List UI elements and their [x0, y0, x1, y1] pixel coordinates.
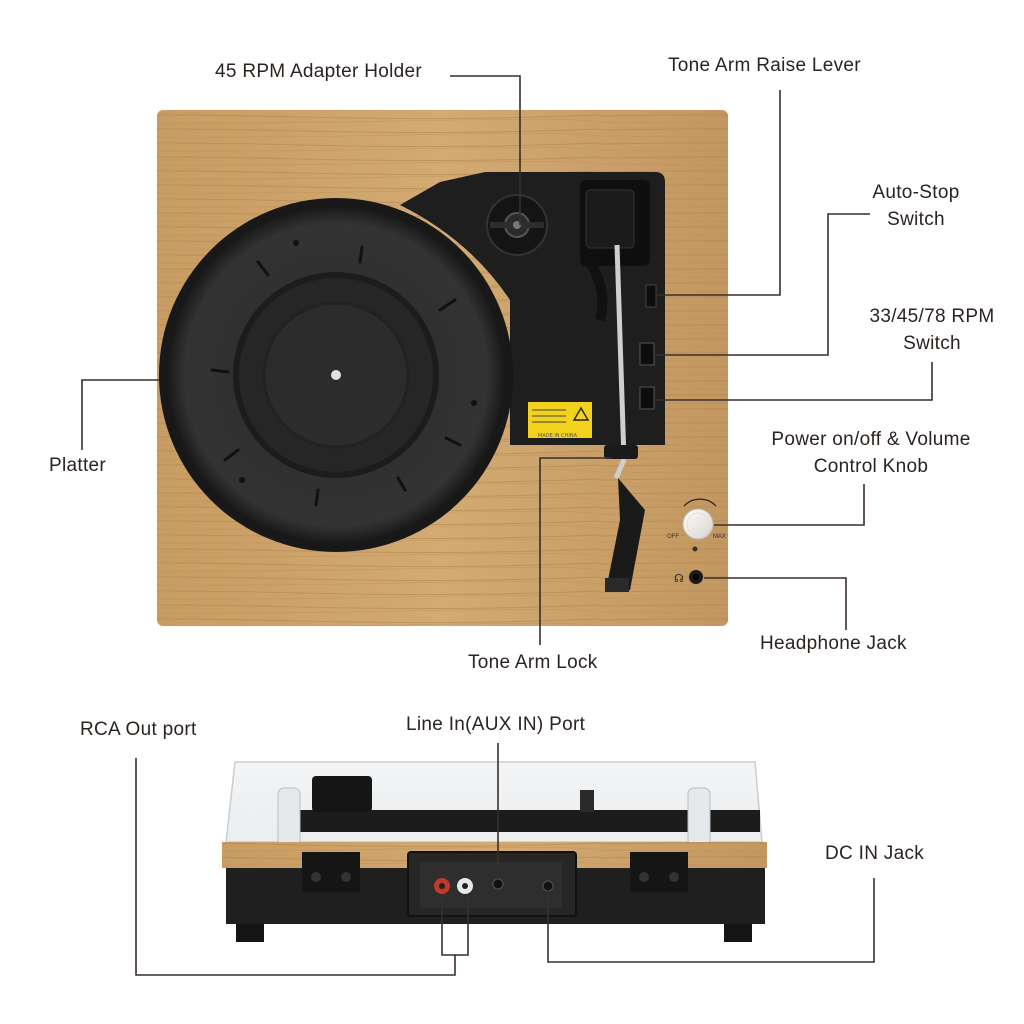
leader-rca	[135, 758, 456, 976]
label-auto-stop-line1: Auto-Stop	[872, 182, 960, 203]
leader-platter	[81, 379, 159, 450]
leader-tone-arm-lock	[539, 457, 612, 645]
label-tone-arm-raise-lever: Tone Arm Raise Lever	[668, 55, 861, 76]
leader-lines-back	[135, 743, 875, 976]
rca-out-port[interactable]	[434, 878, 473, 894]
label-power-volume-knob: Power on/off & Volume Control Knob	[746, 426, 996, 480]
leader-lines-top	[81, 75, 933, 645]
adapter-holder[interactable]	[486, 194, 548, 256]
dc-in-jack[interactable]	[542, 880, 554, 892]
headphone-jack[interactable]: ☊	[674, 570, 703, 585]
power-volume-knob[interactable]: OFF MAX	[667, 498, 726, 552]
label-dc-in-jack: DC IN Jack	[825, 843, 925, 864]
leader-raise-lever	[656, 90, 781, 296]
leader-dc-in	[547, 878, 875, 963]
leader-adapter	[450, 75, 521, 225]
sticker-text: MADE IN CHINA	[538, 433, 578, 439]
leader-power	[714, 484, 865, 526]
line-in-port[interactable]	[492, 878, 504, 890]
label-adapter-holder: 45 RPM Adapter Holder	[215, 61, 422, 82]
knob-off-label: OFF	[667, 534, 679, 540]
label-power-line1: Power on/off & Volume	[771, 429, 971, 450]
rpm-switch[interactable]	[639, 386, 655, 410]
headphone-icon: ☊	[674, 572, 684, 585]
tone-arm[interactable]	[604, 244, 645, 592]
label-headphone-jack: Headphone Jack	[760, 633, 907, 654]
tone-arm-base	[580, 180, 650, 322]
label-auto-stop-switch: Auto-Stop Switch	[856, 179, 976, 233]
label-line-in-port: Line In(AUX IN) Port	[406, 714, 586, 735]
platter[interactable]	[159, 198, 513, 552]
leader-headphone	[704, 577, 847, 630]
label-rca-out-port: RCA Out port	[80, 719, 197, 740]
knob-max-label: MAX	[713, 534, 726, 540]
tone-arm-headshell	[606, 478, 645, 590]
warning-sticker: MADE IN CHINA	[528, 402, 592, 439]
turntable-back-view	[222, 761, 767, 942]
auto-stop-switch[interactable]	[639, 342, 655, 366]
tone-arm-raise-lever[interactable]	[645, 284, 657, 308]
label-platter: Platter	[49, 455, 107, 476]
turntable-top-view: MADE IN CHINA	[157, 110, 728, 626]
hinge-left	[277, 787, 301, 847]
label-rpm-line1: 33/45/78 RPM	[869, 306, 995, 327]
hinge-right	[687, 787, 711, 847]
leader-rca-bracket	[441, 894, 469, 956]
leader-auto-stop	[654, 213, 870, 356]
label-auto-stop-line2: Switch	[887, 209, 945, 230]
label-tone-arm-lock: Tone Arm Lock	[468, 652, 598, 673]
label-power-line2: Control Knob	[813, 456, 929, 477]
label-rpm-line2: Switch	[903, 333, 961, 354]
leader-rpm	[654, 362, 933, 401]
label-rpm-switch: 33/45/78 RPM Switch	[852, 303, 1012, 357]
